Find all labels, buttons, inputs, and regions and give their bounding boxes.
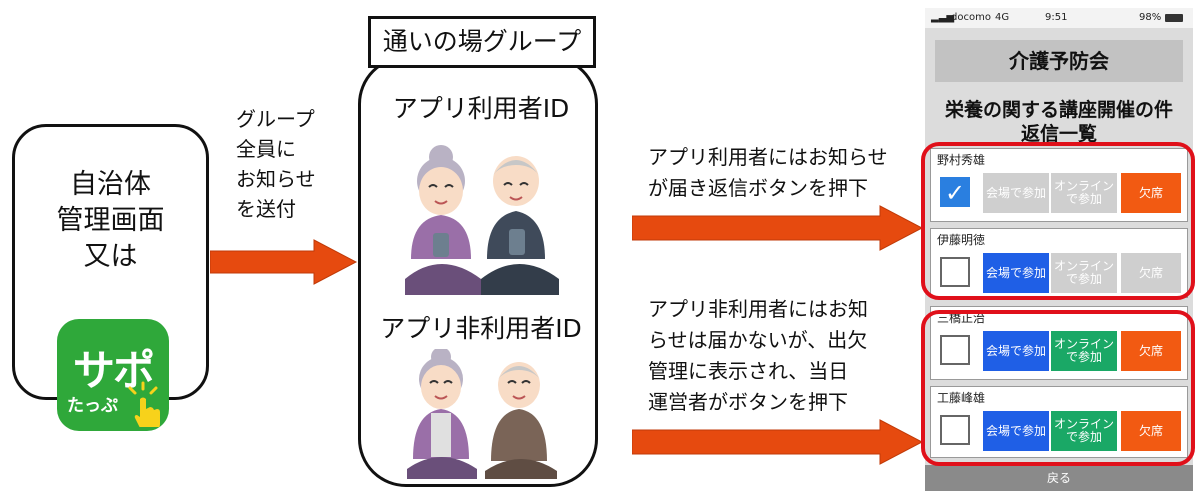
attendance-checkbox[interactable] — [940, 257, 970, 287]
online-join-button[interactable]: オンライン で参加 — [1051, 411, 1117, 451]
subtitle-line: 返信一覧 — [1020, 123, 1097, 145]
member-name: 三橋正治 — [937, 311, 986, 325]
pointing-hand-icon — [128, 381, 160, 427]
absent-button[interactable]: 欠席 — [1121, 253, 1181, 293]
send-label-line: グループ — [236, 107, 315, 131]
app-user-replies-highlight — [921, 142, 1195, 300]
venue-join-button[interactable]: 会場で参加 — [983, 411, 1049, 451]
clock-label: 9:51 — [1045, 12, 1068, 23]
back-button[interactable]: 戻る — [925, 465, 1193, 491]
battery-label: 98% — [1139, 12, 1162, 23]
venue-join-button[interactable]: 会場で参加 — [983, 331, 1049, 371]
description-line: 運営者がボタンを押下 — [648, 390, 848, 414]
send-label-line: 全員に — [236, 137, 296, 161]
app-logo-title: サポ — [72, 346, 155, 395]
app-users-description: アプリ利用者にはお知らせ が届き返信ボタンを押下 — [648, 142, 888, 204]
signal-icon: ▂▃▅ — [931, 12, 955, 23]
network-label: 4G — [995, 12, 1010, 23]
description-line: 管理に表示され、当日 — [648, 359, 849, 383]
municipality-line: 又は — [83, 241, 138, 272]
venue-join-button[interactable]: 会場で参加 — [983, 173, 1049, 213]
description-line: アプリ利用者にはお知らせ — [648, 145, 888, 169]
phone-screen: ▂▃▅ docomo 4G 9:51 98% 介護予防会 栄養の関する講座開催の… — [925, 8, 1193, 491]
send-label-line: お知らせ — [236, 167, 316, 191]
member-row: 伊藤明徳 会場で参加 オンライン で参加 欠席 — [930, 228, 1188, 298]
non-app-users-label: アプリ非利用者ID — [380, 314, 582, 343]
description-line: が届き返信ボタンを押下 — [648, 176, 868, 200]
attendance-checkbox[interactable] — [940, 415, 970, 445]
carrier-label: docomo — [951, 12, 991, 23]
member-name: 伊藤明徳 — [937, 233, 986, 247]
arrow-to-operator-entry — [632, 418, 924, 466]
municipality-text: 自治体 管理画面 又は — [15, 167, 206, 275]
elderly-couple-phones-icon — [405, 145, 559, 295]
absent-button[interactable]: 欠席 — [1121, 173, 1181, 213]
group-title: 通いの場グループ — [368, 16, 596, 68]
venue-join-button[interactable]: 会場で参加 — [983, 253, 1049, 293]
municipality-line: 自治体 — [70, 169, 151, 200]
page-title: 介護予防会 — [935, 40, 1183, 82]
reply-list-title: 栄養の関する講座開催の件 返信一覧 — [925, 98, 1193, 146]
battery-icon — [1165, 14, 1183, 22]
description-line: らせは届かないが、出欠 — [648, 328, 868, 352]
elderly-couple-icon — [407, 349, 557, 479]
online-join-button[interactable]: オンライン で参加 — [1051, 331, 1117, 371]
subtitle-line: 栄養の関する講座開催の件 — [944, 99, 1173, 121]
member-name: 工藤峰雄 — [937, 391, 986, 405]
status-bar: ▂▃▅ docomo 4G 9:51 98% — [925, 8, 1193, 28]
app-users-label: アプリ利用者ID — [392, 94, 570, 123]
member-row: 三橋正治 会場で参加 オンライン で参加 欠席 — [930, 306, 1188, 380]
member-row: 工藤峰雄 会場で参加 オンライン で参加 欠席 — [930, 386, 1188, 458]
municipality-line: 管理画面 — [56, 205, 165, 236]
send-label-line: を送付 — [236, 197, 296, 221]
member-name: 野村秀雄 — [937, 153, 986, 167]
attendance-checkbox[interactable] — [940, 335, 970, 365]
send-notice-label: グループ 全員に お知らせ を送付 — [236, 104, 316, 224]
absent-button[interactable]: 欠席 — [1121, 411, 1181, 451]
arrow-to-app-reply — [632, 204, 924, 252]
arrow-to-group — [210, 238, 358, 286]
operator-entries-highlight — [921, 310, 1195, 466]
online-join-button[interactable]: オンライン で参加 — [1051, 253, 1117, 293]
municipality-box: 自治体 管理画面 又は サポ たっぷ — [12, 124, 209, 431]
app-logo-subtitle: たっぷ — [67, 396, 118, 416]
attendance-checkbox[interactable]: ✓ — [940, 177, 970, 207]
app-logo-icon: サポ たっぷ — [57, 319, 169, 431]
group-box: アプリ利用者ID アプリ非利用者ID — [358, 56, 598, 487]
non-app-users-description: アプリ非利用者にはお知 らせは届かないが、出欠 管理に表示され、当日 運営者がボ… — [648, 294, 868, 418]
description-line: アプリ非利用者にはお知 — [648, 297, 868, 321]
member-row: 野村秀雄 ✓ 会場で参加 オンライン で参加 欠席 — [930, 148, 1188, 222]
absent-button[interactable]: 欠席 — [1121, 331, 1181, 371]
online-join-button[interactable]: オンライン で参加 — [1051, 173, 1117, 213]
